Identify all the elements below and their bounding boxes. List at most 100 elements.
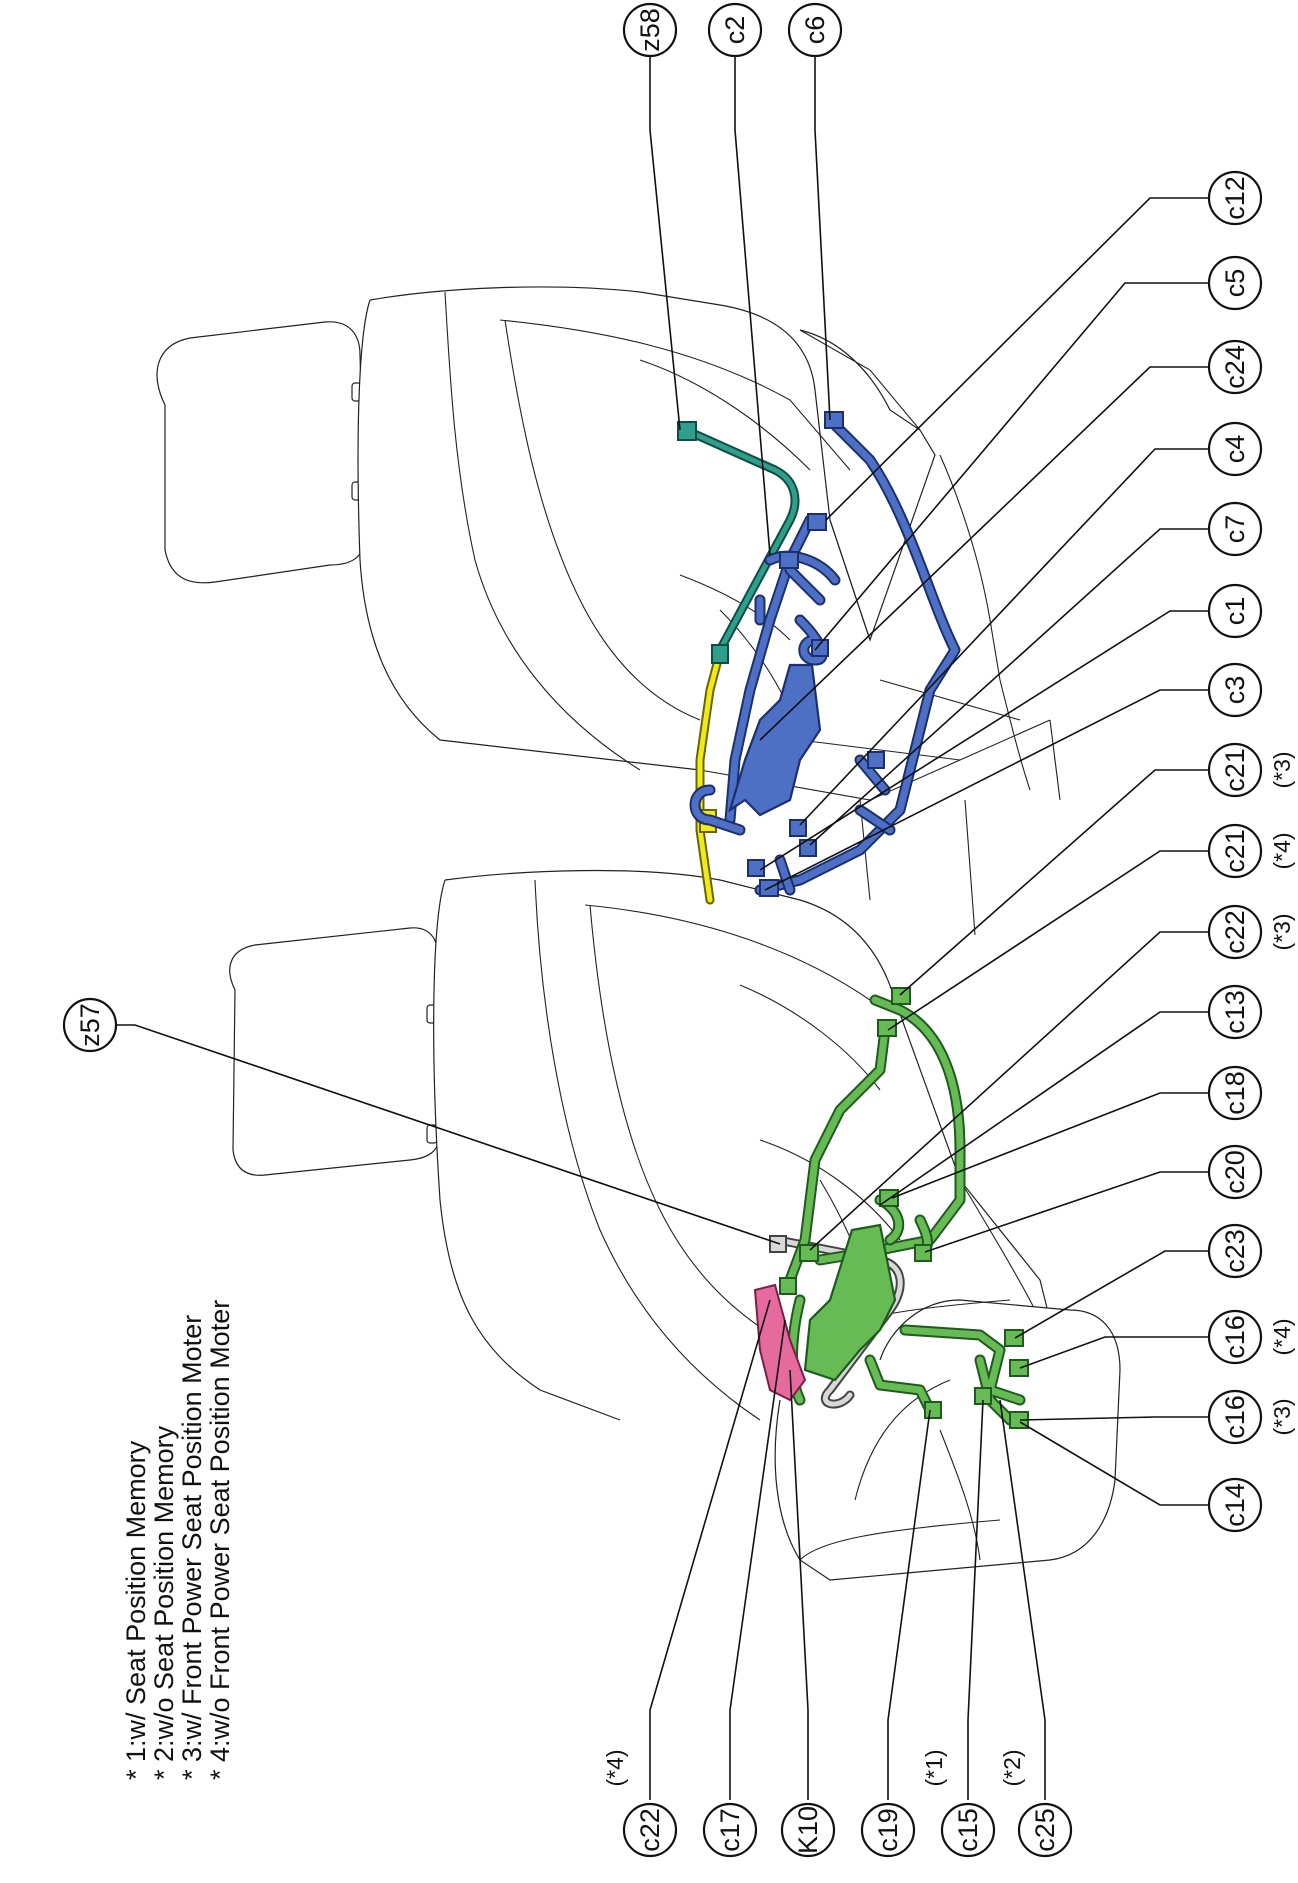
callout-label: c15 [953, 1808, 983, 1852]
callout-label: c22 [635, 1808, 665, 1852]
callout-label: c13 [1220, 990, 1250, 1034]
callout-label: c6 [800, 16, 830, 45]
z58-connector [677, 421, 697, 441]
callout-c21-a: c21 [1207, 742, 1263, 798]
callout-circle [1207, 255, 1263, 311]
callout-label: K10 [793, 1806, 823, 1854]
callout-circle [1207, 1065, 1263, 1121]
note-c16-b: (*3) [1269, 1398, 1295, 1435]
rear-seat-ecu [728, 663, 822, 817]
callout-label: c16 [1220, 1315, 1250, 1359]
callout-c15: c15 [940, 1802, 996, 1858]
callout-z58: z58 [622, 2, 678, 58]
callout-c24: c24 [1207, 339, 1263, 395]
callout-circle [622, 2, 678, 58]
callout-c7: c7 [1207, 501, 1263, 557]
callout-circle [940, 1802, 996, 1858]
callout-c1: c1 [1207, 583, 1263, 639]
note-c21-a: (*3) [1269, 751, 1295, 788]
callout-circle [1207, 823, 1263, 879]
callout-label: c22 [1220, 910, 1250, 954]
callout-c17: c17 [702, 1802, 758, 1858]
callout-circle [1207, 904, 1263, 960]
callout-label: z58 [635, 8, 665, 52]
callout-circle [622, 1802, 678, 1858]
callout-label: c21 [1220, 748, 1250, 792]
callout-circle [1207, 1389, 1263, 1445]
rear-headrest [156, 321, 366, 584]
callout-circle [1207, 984, 1263, 1040]
callout-circle [780, 1802, 836, 1858]
callout-c20: c20 [1207, 1144, 1263, 1200]
callout-circle [1207, 742, 1263, 798]
callout-circle [62, 997, 118, 1053]
callout-label: c19 [873, 1808, 903, 1852]
note-c21-b: (*4) [1269, 832, 1295, 869]
front-harness [753, 987, 1029, 1429]
callout-label: z57 [75, 1003, 105, 1047]
legend-line-3: * 3:w/ Front Power Seat Position Moter [177, 1315, 207, 1780]
legend: * 1:w/ Seat Position Memory * 2:w/o Seat… [121, 1300, 235, 1780]
rear-seat-back [357, 286, 936, 771]
note-c22-a: (*3) [1269, 913, 1295, 950]
rear-harness [677, 411, 961, 905]
callout-label: c1 [1220, 597, 1250, 626]
front-seat-ecu [803, 1223, 897, 1382]
seat-outlines [156, 286, 1121, 1581]
callout-circle [787, 2, 843, 58]
callout-c4: c4 [1207, 421, 1263, 477]
note-c15: (*1) [921, 1749, 947, 1786]
callout-circle [1207, 501, 1263, 557]
k10-part [753, 1283, 807, 1402]
callout-circle [1207, 1309, 1263, 1365]
note-c22-b: (*4) [602, 1749, 628, 1786]
callout-label: c18 [1220, 1071, 1250, 1115]
callout-circle [1207, 1144, 1263, 1200]
note-c16-a: (*4) [1269, 1318, 1295, 1355]
callout-c22-b: c22 [622, 1802, 678, 1858]
callout-label: c2 [720, 16, 750, 45]
callout-label: c3 [1220, 676, 1250, 705]
callout-circle [1017, 1802, 1073, 1858]
callout-circle [1207, 339, 1263, 395]
callout-label: c7 [1220, 515, 1250, 544]
callout-c16-b: c16 [1207, 1389, 1263, 1445]
callout-c22-a: c22 [1207, 904, 1263, 960]
callout-circle [702, 1802, 758, 1858]
legend-line-2: * 2:w/o Seat Position Memory [149, 1425, 179, 1780]
legend-line-4: * 4:w/o Front Power Seat Position Moter [205, 1300, 235, 1780]
note-c25: (*2) [999, 1749, 1025, 1786]
callout-c19: c19 [860, 1802, 916, 1858]
callout-label: c23 [1220, 1229, 1250, 1273]
callout-c14: c14 [1207, 1477, 1263, 1533]
callout-label: c25 [1030, 1808, 1060, 1852]
callout-circle [707, 2, 763, 58]
callout-c12: c12 [1207, 170, 1263, 226]
callout-circle [860, 1802, 916, 1858]
callout-c23: c23 [1207, 1223, 1263, 1279]
callout-label: c21 [1220, 829, 1250, 873]
callout-circle [1207, 421, 1263, 477]
callout-c25: c25 [1017, 1802, 1073, 1858]
callout-label: c16 [1220, 1395, 1250, 1439]
callout-c13: c13 [1207, 984, 1263, 1040]
callout-label: c14 [1220, 1483, 1250, 1527]
callout-c21-b: c21 [1207, 823, 1263, 879]
leader-lines [115, 55, 1208, 1800]
callout-label: c4 [1220, 435, 1250, 464]
callout-c3: c3 [1207, 662, 1263, 718]
callout-z57: z57 [62, 997, 118, 1053]
callout-circle [1207, 1223, 1263, 1279]
callout-label: c17 [715, 1808, 745, 1852]
callout-c16-a: c16 [1207, 1309, 1263, 1365]
callout-c5: c5 [1207, 255, 1263, 311]
callout-c2: c2 [707, 2, 763, 58]
callout-circle [1207, 662, 1263, 718]
footnote-markers: (*3) (*4) (*3) (*4) (*3) (*4) (*1) (*2) [602, 751, 1295, 1786]
front-headrest [229, 927, 441, 1176]
callout-label: c24 [1220, 345, 1250, 389]
callout-c18: c18 [1207, 1065, 1263, 1121]
callout-circle [1207, 583, 1263, 639]
callout-label: c12 [1220, 176, 1250, 220]
callout-c6: c6 [787, 2, 843, 58]
